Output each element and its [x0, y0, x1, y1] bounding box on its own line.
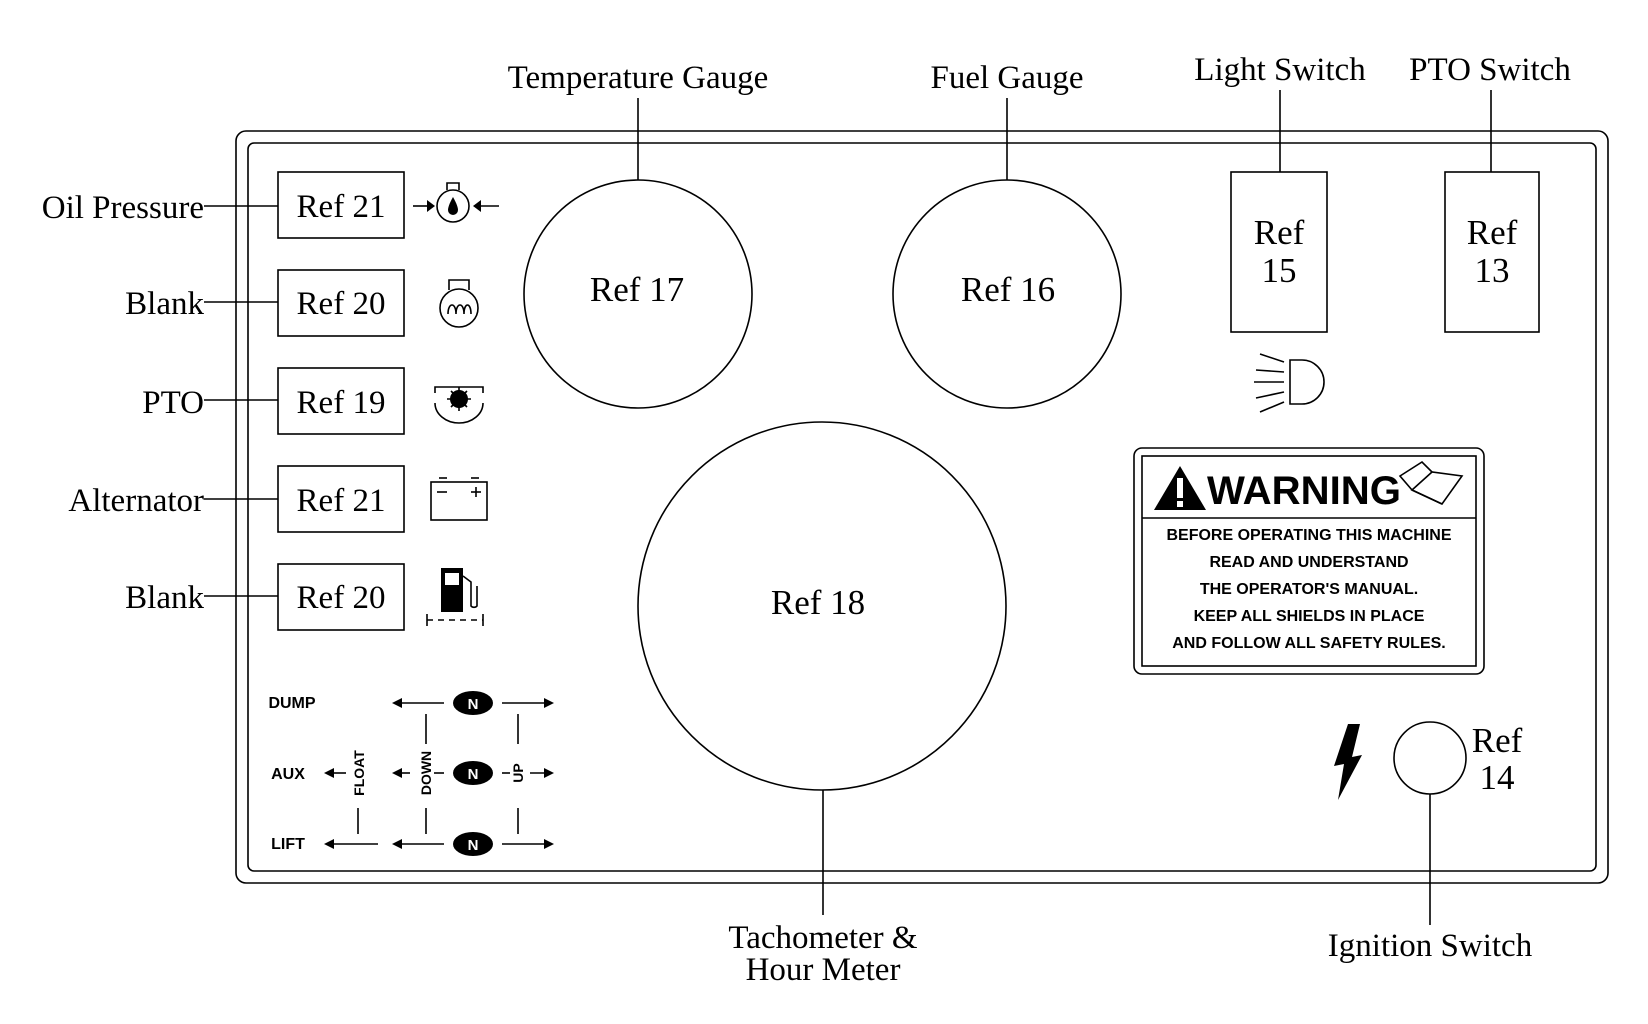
battery-icon: [430, 477, 488, 521]
arrow-icon: [392, 698, 554, 708]
ref-ignition-line1: Ref: [1472, 721, 1523, 760]
indicator-row-pto: PTO Ref 19: [142, 367, 484, 435]
lightning-icon: [1334, 724, 1362, 800]
ref-ignition-line2: 14: [1480, 758, 1515, 797]
arrow-icon: [324, 768, 554, 778]
panel-outline: [235, 130, 1609, 884]
warning-line-2: READ AND UNDERSTAND: [1209, 554, 1408, 571]
lever-label-up: UP: [510, 763, 526, 782]
pto-icon: [434, 386, 484, 424]
ignition-switch: Ref 14 Ignition Switch: [1328, 721, 1533, 964]
lever-chart: DUMP AUX LIFT N N N: [268, 691, 554, 856]
ref-tachometer: Ref 18: [771, 583, 865, 622]
callout-blank-1: Blank: [125, 286, 204, 322]
indicator-row-alternator: Alternator Ref 21: [68, 465, 488, 533]
callout-tachometer-line1: Tachometer &: [728, 920, 918, 956]
glow-plug-icon: [439, 279, 479, 328]
open-book-icon: [1398, 460, 1464, 506]
callout-tachometer-line2: Hour Meter: [746, 952, 901, 988]
ref-blank-1: Ref 20: [297, 286, 386, 322]
callout-pto: PTO: [142, 385, 204, 421]
ref-oil-pressure: Ref 21: [297, 189, 386, 225]
arrow-icon: [324, 839, 554, 849]
neutral-position-icon: N: [453, 761, 493, 785]
ref-light-switch-line2: 15: [1262, 251, 1297, 290]
indicator-row-blank-2: Blank Ref 20: [125, 563, 484, 631]
fuel-gauge: Ref 16: [892, 179, 1122, 409]
callout-alternator: Alternator: [68, 483, 204, 519]
pto-switch: Ref 13: [1444, 171, 1540, 333]
lever-label-float: FLOAT: [351, 750, 367, 796]
lever-label-aux: AUX: [271, 766, 305, 783]
ref-alternator: Ref 21: [297, 483, 386, 519]
callout-oil-pressure: Oil Pressure: [42, 190, 204, 226]
ref-blank-2: Ref 20: [297, 580, 386, 616]
warning-line-5: AND FOLLOW ALL SAFETY RULES.: [1172, 635, 1445, 652]
indicator-row-blank-1: Blank Ref 20: [125, 269, 479, 337]
warning-line-3: THE OPERATOR'S MANUAL.: [1200, 581, 1418, 598]
ref-pto-switch-line2: 13: [1475, 251, 1510, 290]
fuel-pump-icon: [426, 568, 484, 626]
svg-text:N: N: [468, 696, 479, 713]
headlight-icon: [1254, 353, 1325, 413]
callout-pto-switch: PTO Switch: [1409, 52, 1571, 88]
oil-can-icon: [413, 182, 499, 223]
callout-temperature-gauge: Temperature Gauge: [508, 60, 769, 96]
warning-decal: WARNING BEFORE OPERATING THIS MACHINE RE…: [1133, 447, 1485, 675]
callout-light-switch: Light Switch: [1194, 52, 1366, 88]
lever-label-lift: LIFT: [271, 836, 305, 853]
warning-title: WARNING: [1207, 469, 1401, 513]
tachometer-hour-meter: Ref 18 Tachometer & Hour Meter: [637, 421, 1007, 988]
callout-ignition-switch: Ignition Switch: [1328, 928, 1533, 964]
neutral-position-icon: N: [453, 691, 493, 715]
ref-light-switch-line1: Ref: [1254, 213, 1305, 252]
callout-blank-2: Blank: [125, 580, 204, 616]
indicator-row-oil-pressure: Oil Pressure Ref 21: [42, 171, 499, 239]
light-switch: Ref 15: [1230, 171, 1328, 333]
ref-temperature-gauge: Ref 17: [590, 270, 684, 309]
svg-text:N: N: [468, 766, 479, 783]
lever-label-down: DOWN: [418, 751, 434, 795]
ref-fuel-gauge: Ref 16: [961, 270, 1055, 309]
warning-line-4: KEEP ALL SHIELDS IN PLACE: [1194, 608, 1425, 625]
warning-triangle-icon: [1154, 466, 1206, 510]
temperature-gauge: Ref 17: [523, 179, 753, 409]
svg-text:N: N: [468, 837, 479, 854]
ref-pto-switch-line1: Ref: [1467, 213, 1518, 252]
neutral-position-icon: N: [453, 832, 493, 856]
lever-label-dump: DUMP: [268, 695, 315, 712]
callout-fuel-gauge: Fuel Gauge: [930, 60, 1083, 96]
ref-pto: Ref 19: [297, 385, 386, 421]
warning-line-1: BEFORE OPERATING THIS MACHINE: [1166, 527, 1451, 544]
